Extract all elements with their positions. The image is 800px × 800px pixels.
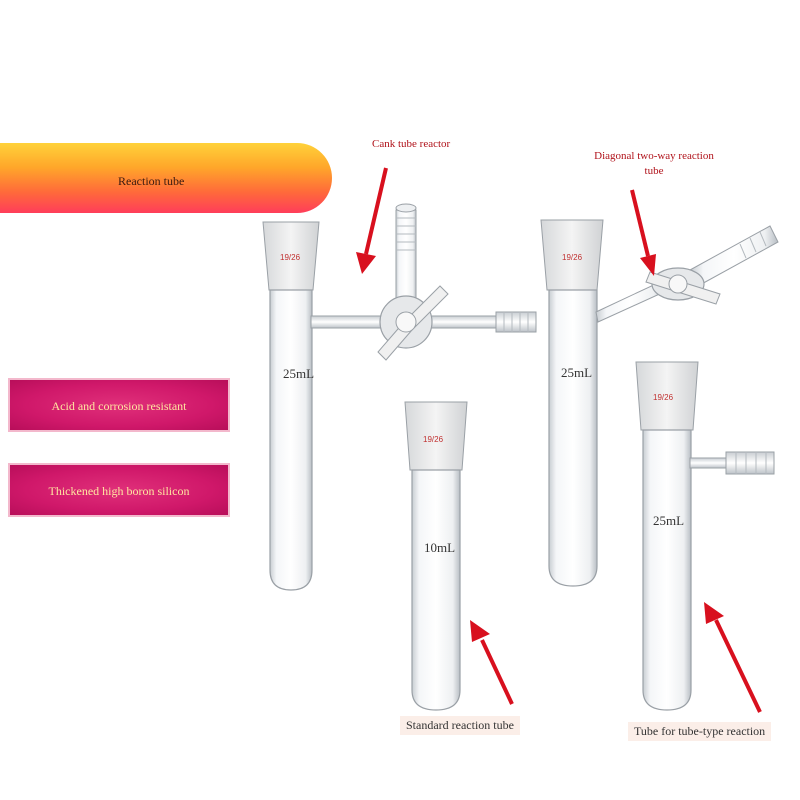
joint-marking: 19/26 (653, 393, 674, 402)
feature-acid-resistant: Acid and corrosion resistant (8, 378, 230, 432)
arrow-icon (630, 189, 656, 276)
caption-tube-type: Tube for tube-type reaction (628, 722, 772, 741)
joint-marking: 19/26 (423, 435, 444, 444)
tube-type-reaction-tube: 19/26 25mL (635, 361, 775, 711)
arrow-icon (470, 620, 514, 705)
standard-reaction-tube: 19/26 10mL (404, 401, 468, 711)
feature-label: Acid and corrosion resistant (51, 399, 187, 413)
joint-marking: 19/26 (280, 253, 301, 262)
diagonal-two-way-tube: 19/26 25mL (540, 219, 779, 587)
volume-label: 25mL (283, 366, 314, 381)
feature-label: Thickened high boron silicon (48, 484, 190, 498)
feature-high-boron: Thickened high boron silicon (8, 463, 230, 517)
caption-line: tube (644, 165, 664, 177)
volume-label: 25mL (561, 365, 592, 380)
joint-marking: 19/26 (562, 253, 583, 262)
pointer-arrows (356, 167, 762, 713)
reaction-tube-banner (0, 143, 332, 213)
crank-tube-reactor: 19/26 25mL (262, 203, 537, 591)
banner-title: Reaction tube (118, 174, 185, 188)
arrow-icon (704, 602, 762, 713)
volume-label: 25mL (653, 513, 684, 528)
caption-line: Diagonal two-way reaction (594, 150, 714, 162)
caption-crank-tube: Cank tube reactor (372, 138, 451, 150)
caption-standard-tube: Standard reaction tube (400, 716, 520, 735)
caption-diagonal-tube: Diagonal two-way reaction tube (574, 149, 734, 179)
volume-label: 10mL (424, 540, 455, 555)
arrow-icon (356, 167, 388, 274)
